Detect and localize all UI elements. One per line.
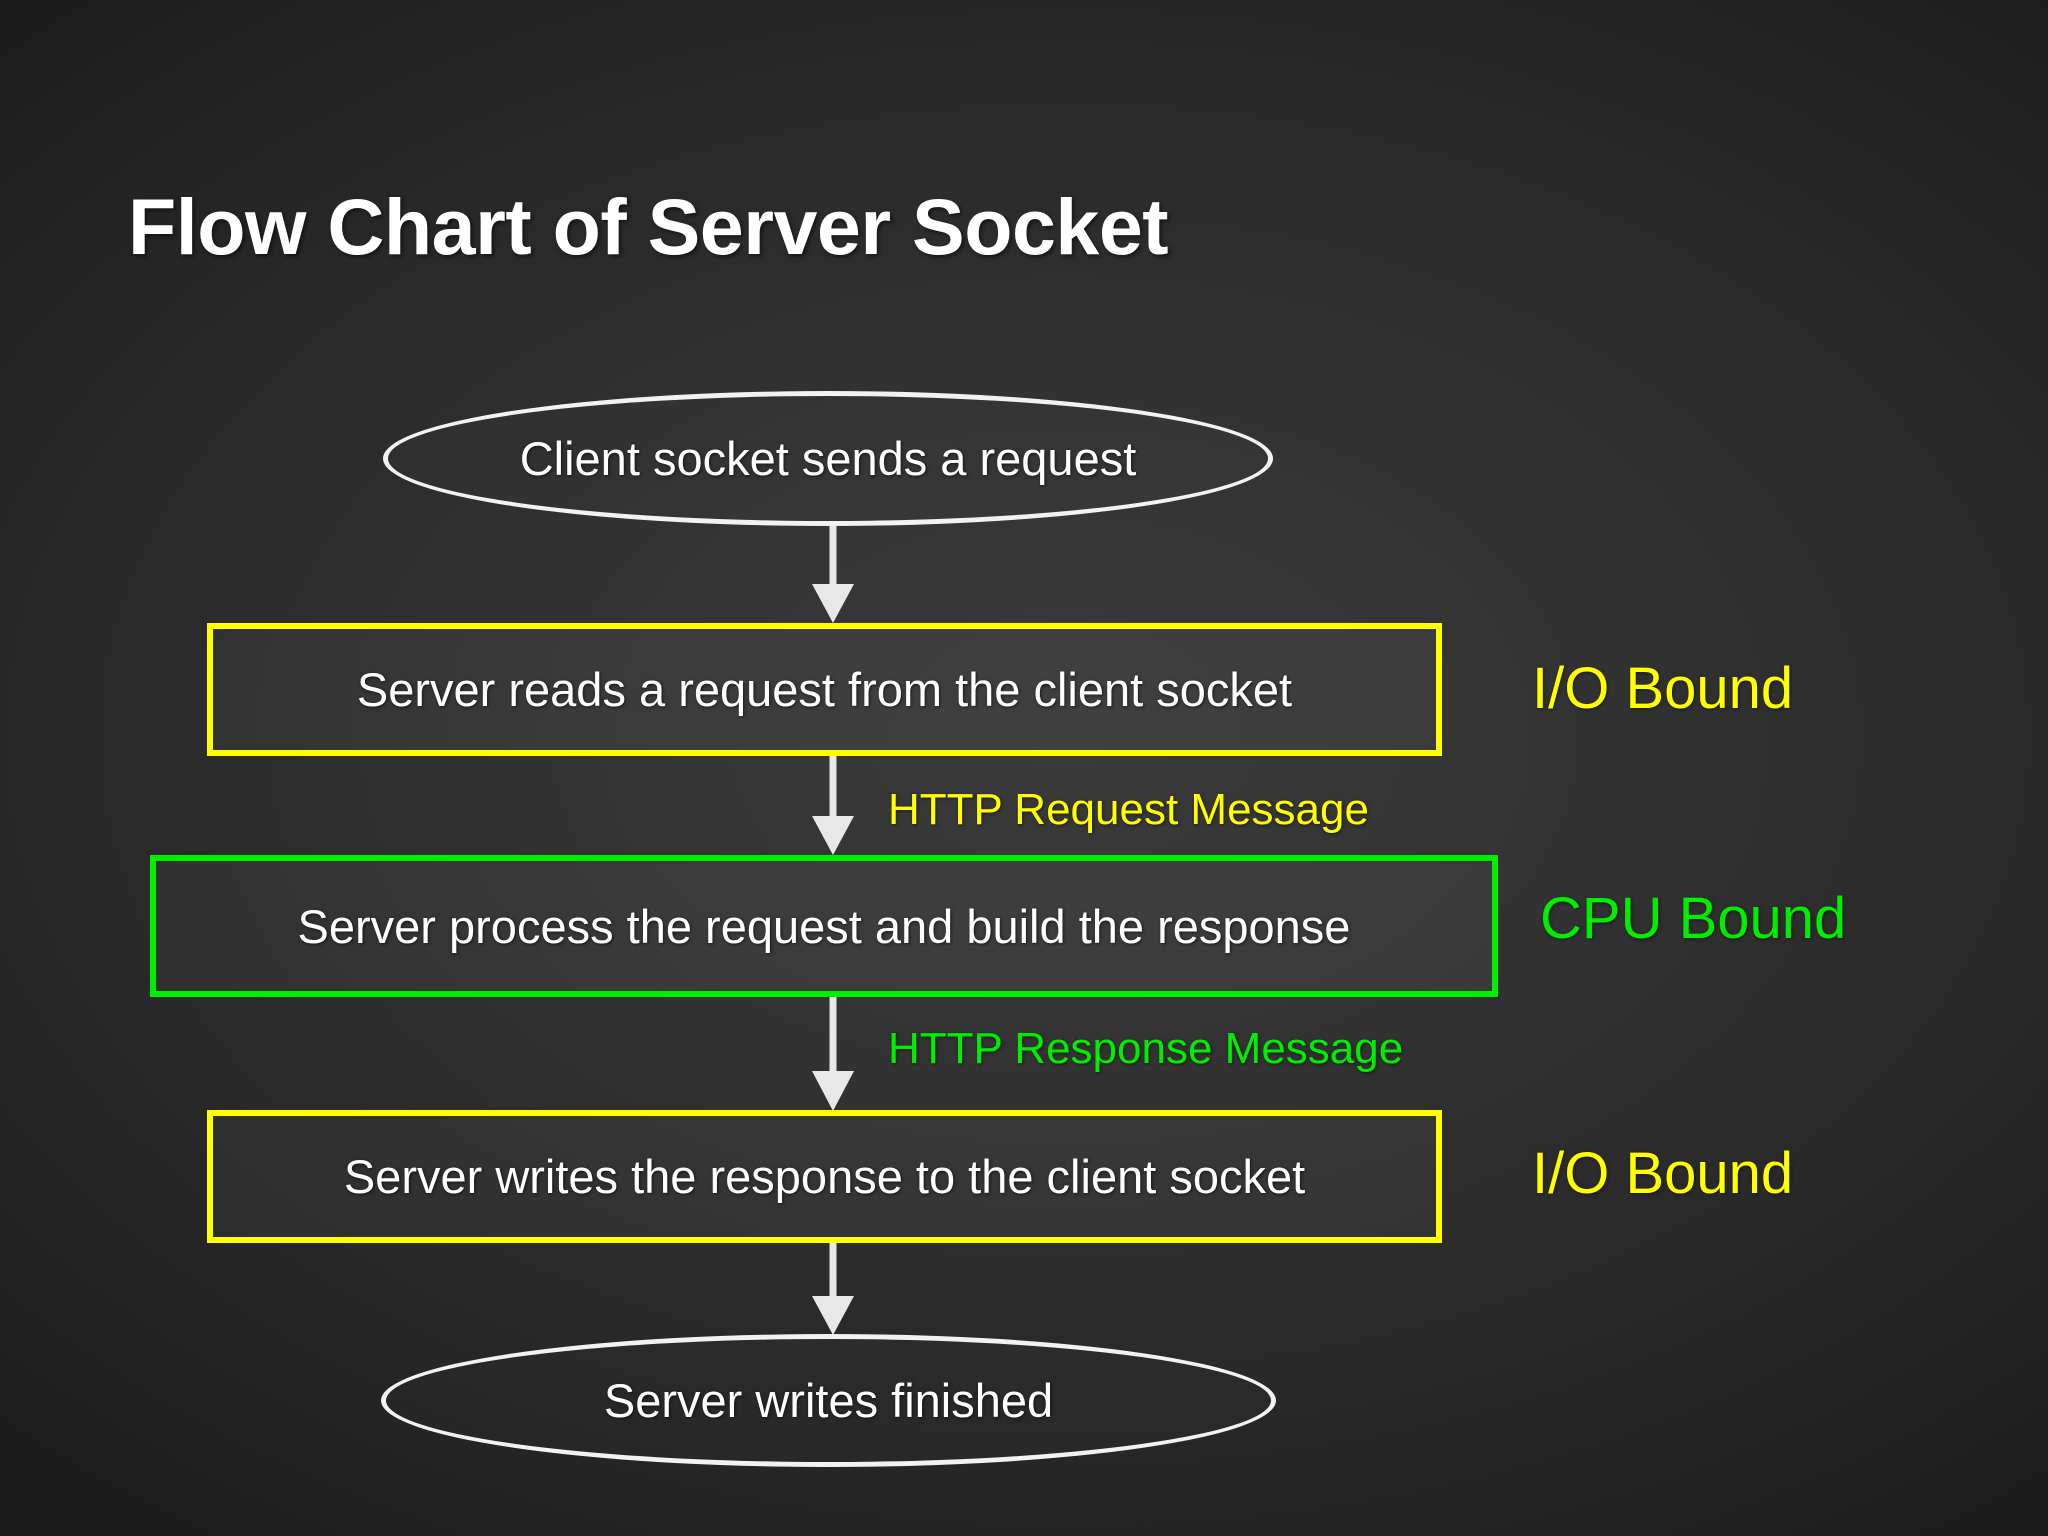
flow-node-server-read: Server reads a request from the client s…	[207, 623, 1442, 756]
side-label-io-bound-bottom: I/O Bound	[1532, 1141, 1794, 1206]
side-label-io-bound-top: I/O Bound	[1532, 656, 1794, 721]
flow-node-start: Client socket sends a request	[383, 391, 1273, 526]
flow-node-finish-label: Server writes finished	[603, 1374, 1054, 1427]
flow-node-server-write-label: Server writes the response to the client…	[343, 1150, 1306, 1203]
flow-node-server-process: Server process the request and build the…	[150, 855, 1498, 997]
connector-process-to-write	[800, 997, 866, 1113]
connector-start-to-read	[800, 526, 866, 624]
connector-read-to-process	[800, 756, 866, 856]
flow-node-server-process-label: Server process the request and build the…	[297, 899, 1351, 953]
edge-label-http-request-message: HTTP Request Message	[888, 785, 1369, 834]
flow-node-finish: Server writes finished	[381, 1334, 1276, 1467]
flow-node-start-label: Client socket sends a request	[519, 432, 1137, 485]
edge-label-http-response-message: HTTP Response Message	[888, 1024, 1404, 1073]
flow-node-server-write: Server writes the response to the client…	[207, 1110, 1442, 1243]
page-title: Flow Chart of Server Socket	[128, 182, 1169, 271]
flow-node-server-read-label: Server reads a request from the client s…	[356, 663, 1293, 716]
side-label-cpu-bound: CPU Bound	[1540, 886, 1847, 951]
connector-write-to-finish	[800, 1243, 866, 1337]
